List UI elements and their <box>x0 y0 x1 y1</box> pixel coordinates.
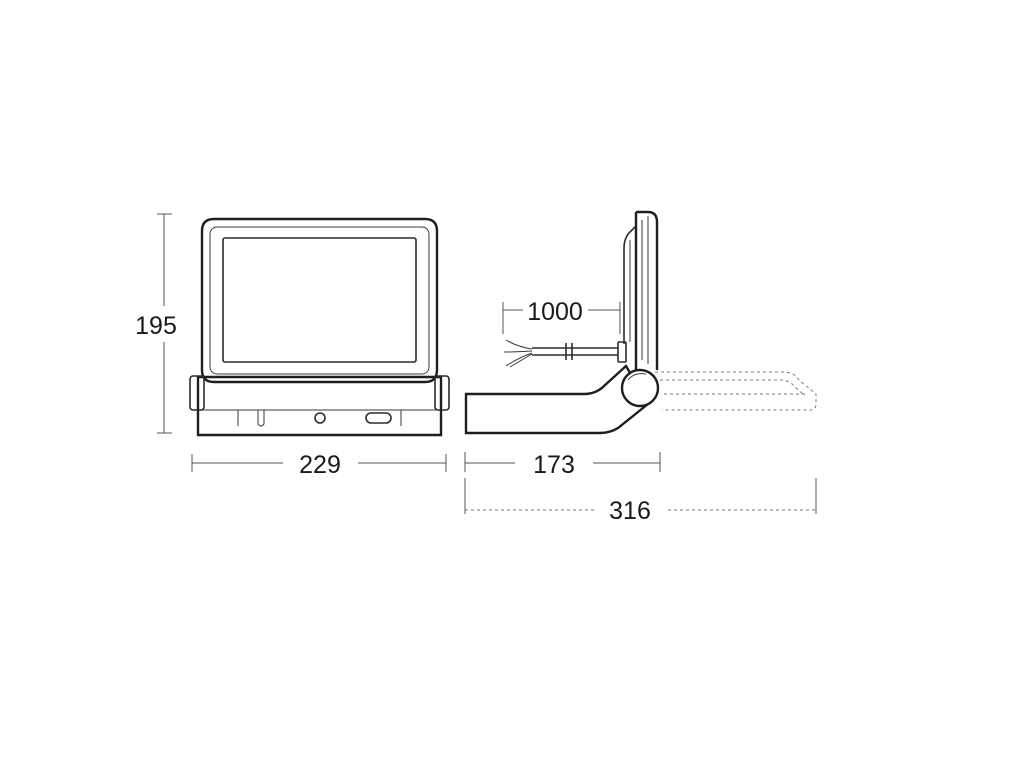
side-lamp-body <box>636 210 659 370</box>
front-width-label: 229 <box>299 451 341 479</box>
side-bracket-arm <box>464 364 650 435</box>
side-view <box>464 210 817 435</box>
side-tilted-inner <box>660 379 806 397</box>
front-screw <box>314 412 326 424</box>
total-depth-label: 316 <box>609 497 651 525</box>
total-depth-dimension: 316 <box>464 478 817 525</box>
side-depth-label: 173 <box>533 451 575 479</box>
front-housing-outline <box>200 217 439 384</box>
side-depth-dimension: 173 <box>464 451 661 479</box>
side-cable-gland <box>617 341 627 363</box>
front-housing-inner <box>209 226 430 375</box>
front-knob-left <box>189 375 205 411</box>
front-lens <box>222 237 417 363</box>
front-height-dimension: 195 <box>135 213 177 434</box>
front-bracket <box>196 375 443 437</box>
front-view <box>189 217 450 437</box>
cable-length-label: 1000 <box>527 298 583 326</box>
side-lamp-back <box>623 225 637 344</box>
front-slot <box>257 410 265 427</box>
side-pivot-highlight <box>627 373 647 381</box>
side-cable-wires <box>503 339 533 368</box>
front-height-label: 195 <box>135 312 177 340</box>
cable-length-dimension: 1000 <box>502 298 621 334</box>
front-oval-slot <box>365 412 392 424</box>
side-pivot-knob <box>620 368 660 408</box>
front-knob-right <box>434 375 450 411</box>
side-tilted-outline <box>655 371 817 411</box>
front-width-dimension: 229 <box>191 451 447 479</box>
